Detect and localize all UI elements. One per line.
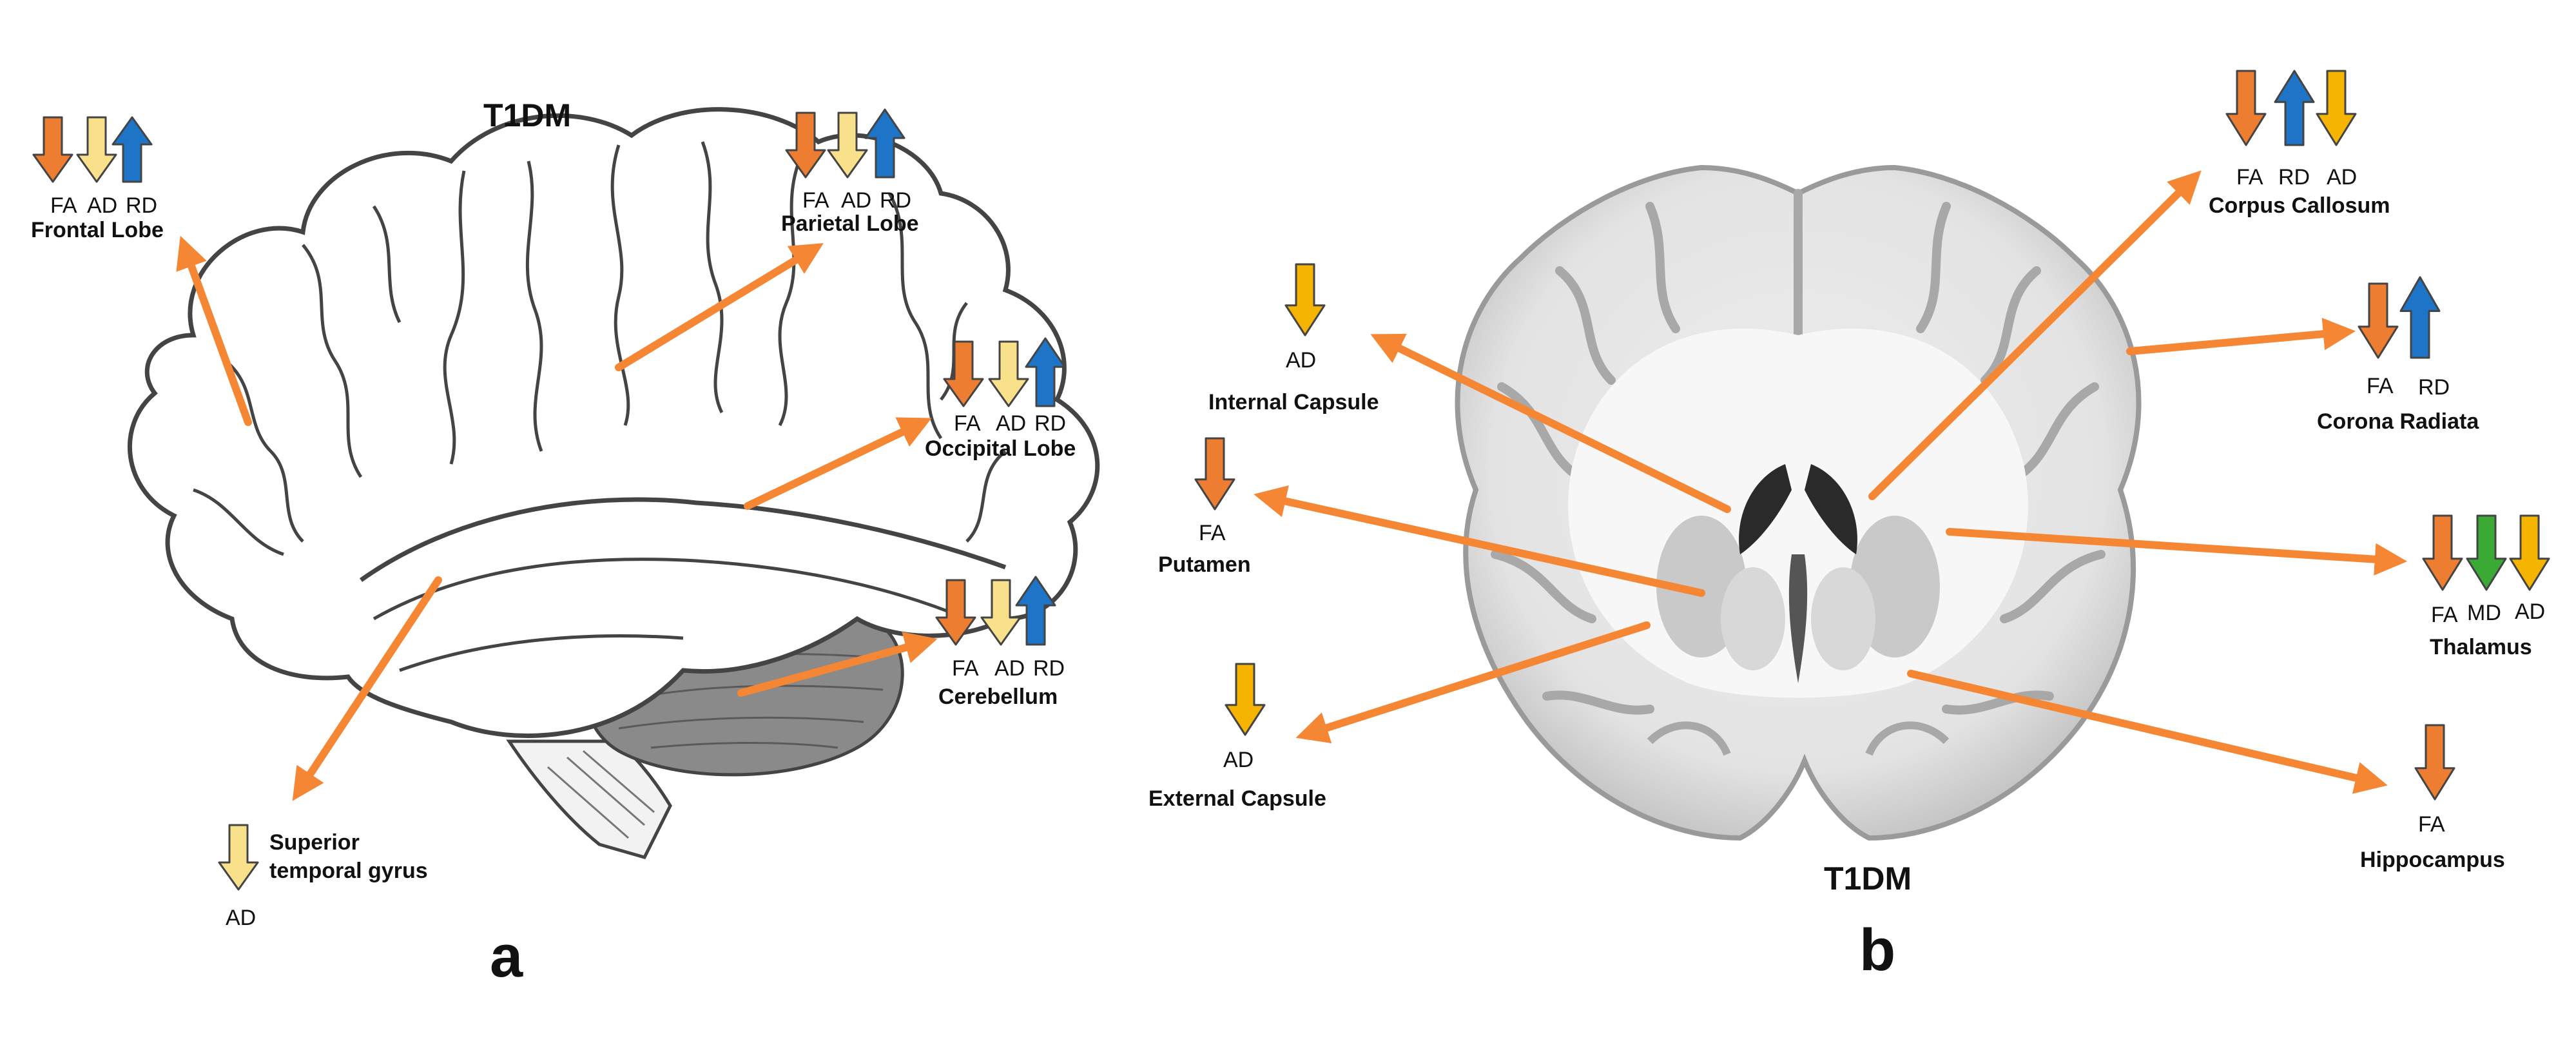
hippocampus-name: Hippocampus — [2360, 848, 2505, 872]
cerebellum-name: Cerebellum — [938, 685, 1058, 709]
frontal-lobe-fa-label: FA — [50, 193, 77, 218]
thalamus-ad-down-arrow-icon — [2509, 514, 2550, 591]
putamen-fa-down-arrow-icon — [1194, 437, 1235, 511]
hippocampus-fa-down-arrow-icon — [2414, 724, 2455, 801]
occipital-lobe-fa-label: FA — [954, 411, 981, 436]
region-pointers — [176, 170, 2408, 801]
frontal-lobe-rd-label: RD — [126, 193, 157, 218]
parietal-lobe-ad-down-arrow-icon — [827, 112, 868, 179]
external-capsule-pointer — [1295, 621, 1651, 744]
panel-a-title: T1DM — [483, 97, 571, 133]
parietal-lobe-rd-label: RD — [880, 188, 911, 213]
parietal-lobe-pointer — [615, 243, 824, 371]
frontal-lobe-ad-label: AD — [87, 193, 117, 218]
frontal-lobe-rd-up-arrow-icon — [111, 116, 153, 183]
internal-capsule-name: Internal Capsule — [1208, 390, 1379, 414]
corona-radiata-rd-up-arrow-icon — [2399, 276, 2441, 359]
internal-capsule-pointer — [1370, 333, 1731, 513]
corpus-callosum-pointer — [1868, 170, 2202, 500]
occipital-lobe-ad-label: AD — [996, 411, 1026, 436]
corpus-callosum-ad-down-arrow-icon — [2316, 70, 2357, 146]
corpus-callosum-ad-label: AD — [2327, 165, 2357, 190]
corpus-callosum-rd-up-arrow-icon — [2274, 70, 2315, 146]
cerebellum-rd-up-arrow-icon — [1015, 576, 1056, 646]
external-capsule-name: External Capsule — [1148, 786, 1326, 811]
superior-temporal-gyrus-ad-down-arrow-icon — [218, 824, 259, 891]
corona-radiata-fa-down-arrow-icon — [2358, 282, 2399, 359]
frontal-lobe-ad-down-arrow-icon — [76, 116, 117, 183]
thalamus-fa-down-arrow-icon — [2422, 514, 2463, 591]
thalamus-fa-label: FA — [2431, 603, 2458, 627]
cerebellum-ad-label: AD — [994, 656, 1025, 681]
region-names: Frontal Lobe Parietal Lobe Occipital Lob… — [31, 193, 2532, 883]
corona-radiata-fa-label: FA — [2367, 374, 2394, 398]
coronal-brain-slice — [1455, 164, 2142, 841]
lateral-brain-illustration — [127, 107, 1100, 859]
occipital-lobe-pointer — [744, 417, 932, 510]
occipital-lobe-fa-down-arrow-icon — [943, 340, 984, 407]
hippocampus-pointer — [1907, 670, 2388, 794]
change-indicators — [32, 70, 2550, 891]
corpus-callosum-fa-down-arrow-icon — [2225, 70, 2267, 146]
corona-radiata-name: Corona Radiata — [2317, 409, 2479, 434]
putamen-name: Putamen — [1158, 552, 1251, 577]
frontal-lobe-pointer — [176, 235, 252, 426]
parietal-lobe-fa-down-arrow-icon — [785, 112, 826, 179]
putamen-pointer — [1254, 485, 1705, 597]
thalamus-md-down-arrow-icon — [2466, 514, 2507, 591]
parietal-lobe-name: Parietal Lobe — [781, 211, 919, 236]
superior-temporal-gyrus-pointer — [292, 576, 442, 801]
cerebellum-ad-down-arrow-icon — [980, 579, 1022, 646]
occipital-lobe-rd-up-arrow-icon — [1025, 337, 1066, 407]
frontal-lobe-name: Frontal Lobe — [31, 218, 164, 242]
parietal-lobe-rd-up-arrow-icon — [864, 108, 905, 179]
occipital-lobe-rd-label: RD — [1034, 411, 1066, 436]
superior-temporal-gyrus-name-line2: temporal gyrus — [269, 859, 428, 883]
panel-a-letter: a — [490, 924, 523, 989]
parietal-lobe-fa-label: FA — [802, 188, 829, 213]
internal-capsule-ad-down-arrow-icon — [1284, 263, 1326, 336]
cerebellum-pointer — [737, 632, 938, 697]
corona-radiata-pointer — [2126, 318, 2356, 355]
hippocampus-fa-label: FA — [2418, 812, 2445, 837]
superior-temporal-gyrus-name-line1: Superior — [269, 830, 360, 855]
internal-capsule-ad-label: AD — [1286, 348, 1316, 373]
external-capsule-ad-label: AD — [1223, 748, 1254, 772]
cerebellum-fa-label: FA — [952, 656, 979, 681]
corpus-callosum-fa-label: FA — [2236, 165, 2263, 190]
occipital-lobe-name: Occipital Lobe — [925, 436, 1076, 461]
putamen-fa-label: FA — [1199, 521, 1226, 545]
thalamus-pointer — [1946, 528, 2408, 576]
external-capsule-ad-down-arrow-icon — [1225, 663, 1266, 736]
thalamus-md-label: MD — [2467, 601, 2501, 625]
panel-b-title: T1DM — [1824, 861, 1912, 897]
thalamus-name: Thalamus — [2430, 635, 2532, 659]
cerebellum-rd-label: RD — [1033, 656, 1065, 681]
cerebellum-fa-down-arrow-icon — [935, 579, 976, 646]
frontal-lobe-fa-down-arrow-icon — [32, 116, 73, 183]
panel-b-letter: b — [1859, 917, 1895, 983]
thalamus-ad-label: AD — [2515, 599, 2545, 624]
metric-labels: FA AD RD FA AD RD FA AD RD FA AD RD AD A… — [50, 165, 2545, 930]
corpus-callosum-rd-label: RD — [2278, 165, 2310, 190]
corona-radiata-rd-label: RD — [2418, 375, 2450, 400]
corpus-callosum-name: Corpus Callosum — [2209, 193, 2390, 218]
occipital-lobe-ad-down-arrow-icon — [988, 340, 1029, 407]
parietal-lobe-ad-label: AD — [841, 188, 871, 213]
superior-temporal-gyrus-ad-label: AD — [226, 906, 256, 930]
